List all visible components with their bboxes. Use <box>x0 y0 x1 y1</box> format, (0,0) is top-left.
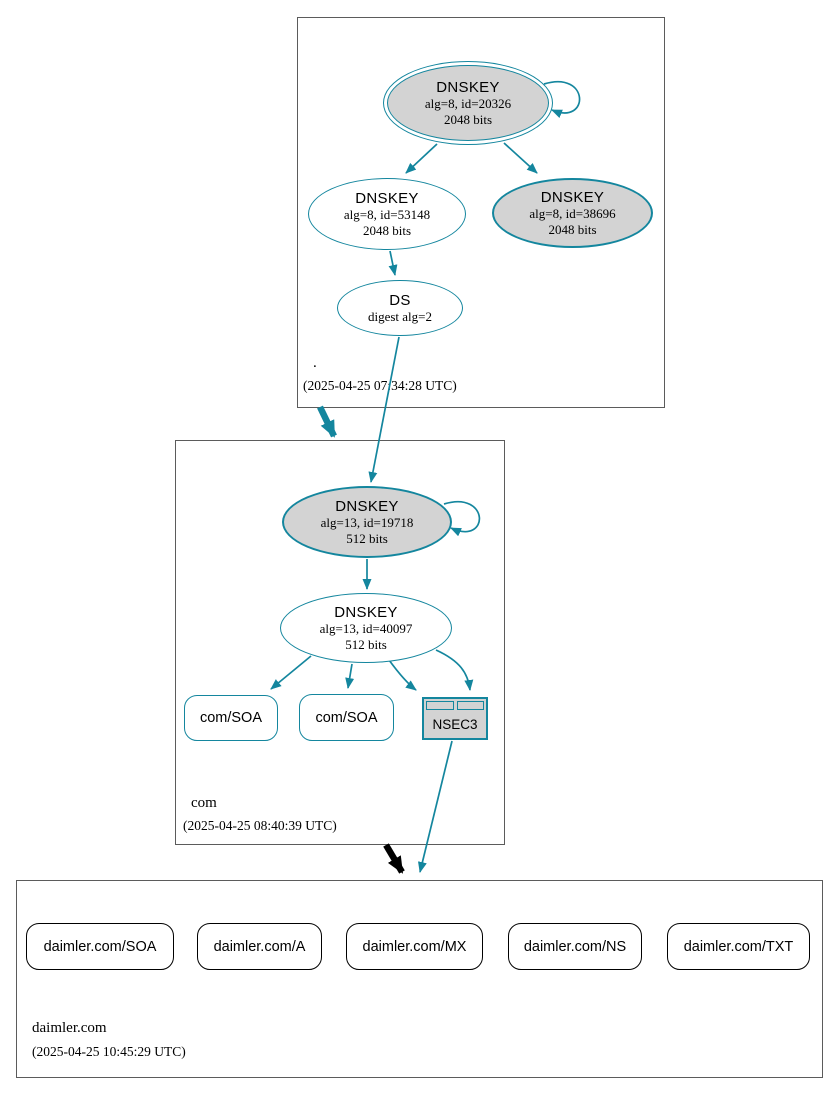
node-com-soa-2[interactable]: com/SOA <box>299 694 394 741</box>
nsec3-cell-right <box>456 701 484 710</box>
rrset-label: daimler.com/SOA <box>43 938 157 955</box>
zone-box-root <box>297 17 665 408</box>
edge-root-ksk-to-dnskey-38696 <box>503 142 538 174</box>
zone-timestamp-com: (2025-04-25 08:40:39 UTC) <box>183 818 337 833</box>
node-attr-alg-id: alg=8, id=38696 <box>529 206 616 222</box>
edge-com-zsk-to-soa2 <box>345 663 355 689</box>
zone-box-daimler-com <box>16 880 823 1078</box>
node-root-dnskey-ksk-20326-inner: DNSKEY alg=8, id=20326 2048 bits <box>387 65 549 141</box>
edge-ds-to-com-ksk <box>368 336 400 483</box>
node-com-nsec3[interactable]: NSEC3 <box>422 697 488 740</box>
edge-root-to-com-secure-delegation <box>317 405 337 438</box>
nsec3-cell-left <box>426 701 454 710</box>
node-attr-alg-id: alg=13, id=40097 <box>319 621 413 637</box>
node-title: DNSKEY <box>335 498 399 516</box>
edge-com-zsk-to-soa1 <box>270 655 312 690</box>
node-title: DNSKEY <box>334 604 398 622</box>
rrset-label: com/SOA <box>315 709 378 726</box>
rrset-label: daimler.com/TXT <box>683 938 794 955</box>
node-attr-bits: 512 bits <box>346 530 388 546</box>
node-title: DNSKEY <box>540 189 605 207</box>
node-attr-bits: 2048 bits <box>362 222 412 238</box>
zone-label-daimler-com: daimler.com <box>32 1020 107 1036</box>
nsec3-cells <box>424 699 486 710</box>
zone-label-com: com <box>191 795 217 811</box>
node-attr-bits: 2048 bits <box>443 111 493 127</box>
zone-timestamp-root: (2025-04-25 07:34:28 UTC) <box>303 378 457 393</box>
node-com-dnskey-ksk-19718[interactable]: DNSKEY alg=13, id=19718 512 bits <box>282 486 452 558</box>
rrset-label: daimler.com/MX <box>362 938 467 955</box>
node-com-soa-1[interactable]: com/SOA <box>184 695 278 741</box>
node-title: DS <box>389 291 411 309</box>
node-root-ds[interactable]: DS digest alg=2 <box>337 280 463 336</box>
rrset-label: daimler.com/A <box>213 938 306 955</box>
node-com-dnskey-zsk-40097[interactable]: DNSKEY alg=13, id=40097 512 bits <box>280 593 452 663</box>
edge-root-ksk-self-loop <box>543 81 581 119</box>
node-root-dnskey-zsk-53148[interactable]: DNSKEY alg=8, id=53148 2048 bits <box>308 178 466 250</box>
node-daimler-com-ns[interactable]: daimler.com/NS <box>508 923 642 970</box>
edge-com-ksk-self-loop <box>443 501 481 537</box>
node-attr-bits: 512 bits <box>345 636 387 652</box>
node-attr-alg-id: alg=8, id=20326 <box>424 96 512 112</box>
node-attr-bits: 2048 bits <box>548 221 597 237</box>
zone-box-com <box>175 440 505 845</box>
zone-label-root: . <box>313 355 317 371</box>
node-root-dnskey-ksk-20326[interactable]: DNSKEY alg=8, id=20326 2048 bits <box>383 61 553 145</box>
node-attr-alg-id: alg=8, id=53148 <box>343 207 431 223</box>
rrset-label: com/SOA <box>199 710 263 726</box>
edge-root-zsk-to-ds <box>388 250 398 276</box>
node-attr-digest-alg: digest alg=2 <box>367 308 433 324</box>
edge-com-zsk-to-nsec3-left <box>388 659 417 691</box>
nsec3-label: NSEC3 <box>432 716 478 732</box>
node-daimler-com-soa[interactable]: daimler.com/SOA <box>26 923 174 970</box>
zone-timestamp-daimler-com: (2025-04-25 10:45:29 UTC) <box>32 1044 186 1059</box>
edge-com-zsk-to-nsec3-right <box>435 649 474 691</box>
rrset-label: daimler.com/NS <box>523 938 627 955</box>
edge-nsec3-to-daimler <box>418 740 453 873</box>
node-daimler-com-mx[interactable]: daimler.com/MX <box>346 923 483 970</box>
node-title: DNSKEY <box>355 190 419 208</box>
node-root-dnskey-38696[interactable]: DNSKEY alg=8, id=38696 2048 bits <box>492 178 653 248</box>
edge-root-ksk-to-zsk <box>405 143 438 174</box>
node-daimler-com-txt[interactable]: daimler.com/TXT <box>667 923 810 970</box>
node-daimler-com-a[interactable]: daimler.com/A <box>197 923 322 970</box>
node-attr-alg-id: alg=13, id=19718 <box>320 515 414 531</box>
edge-com-to-daimler-insecure-delegation <box>383 843 405 874</box>
node-title: DNSKEY <box>436 79 500 97</box>
